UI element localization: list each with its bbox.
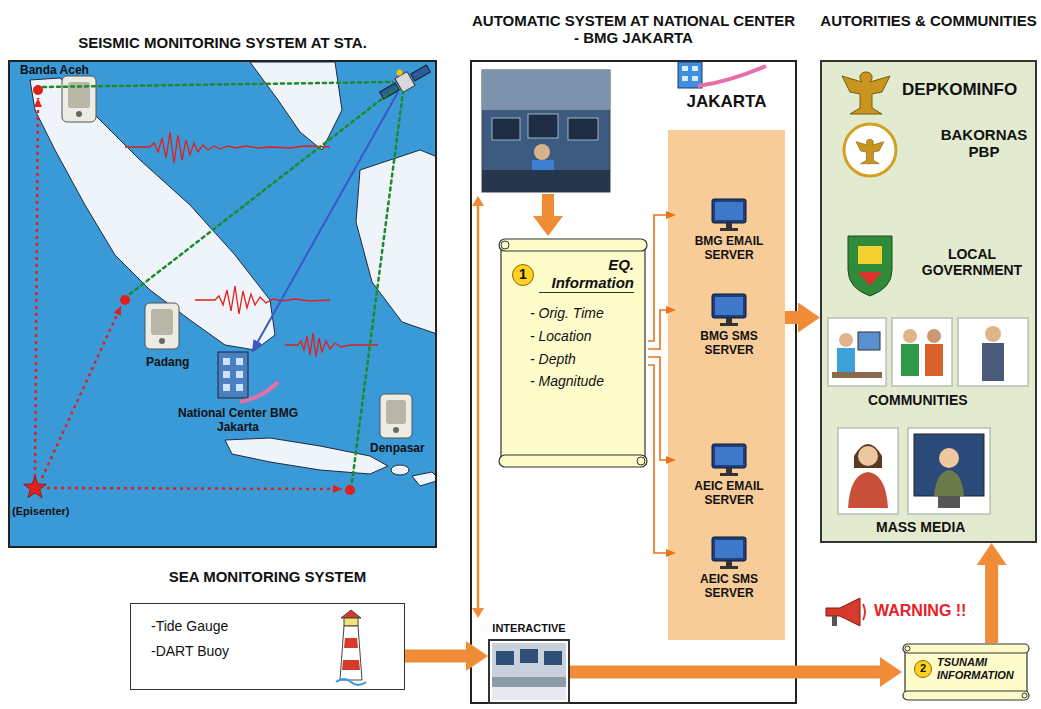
- community-picture: [828, 318, 886, 386]
- station-dot: [120, 295, 130, 305]
- group-label: COMMUNITIES: [868, 392, 968, 408]
- station-label: National Center BMG Jakarta: [178, 407, 298, 435]
- flow-block-arrow: [785, 311, 798, 324]
- emblem-icon: [842, 72, 890, 114]
- wave-path: [35, 98, 38, 477]
- seismometer-icon: [62, 76, 96, 122]
- sea: [10, 62, 435, 546]
- land: [412, 472, 435, 486]
- data-flow-arrow: [648, 310, 666, 349]
- map: [10, 62, 435, 546]
- info-item: - Location: [512, 328, 638, 345]
- info-item: - Orig. Time: [512, 305, 638, 322]
- seismogram: [125, 132, 330, 163]
- epicenter-label: (Episenter): [12, 505, 69, 518]
- sensor-item: -Tide Gauge: [151, 618, 404, 635]
- community-picture: [892, 318, 952, 386]
- station-dot: [33, 85, 43, 95]
- land: [391, 465, 409, 475]
- panel-heading: JAKARTA: [668, 92, 785, 112]
- interactive-photo: [492, 643, 566, 700]
- flow-block-arrow: [405, 650, 466, 663]
- callout-number: 1: [512, 264, 534, 286]
- server-icon: [712, 444, 746, 476]
- satellite-link: [252, 92, 398, 352]
- signal-line: [43, 82, 393, 87]
- flow-arrow: [533, 194, 563, 236]
- panel-heading: AUTOMATIC SYSTEM AT NATIONAL CENTER - BM…: [470, 12, 797, 47]
- panel-heading: INTERACTIVE: [488, 622, 570, 635]
- server-icon: [712, 294, 746, 326]
- epicenter-star: [24, 476, 47, 498]
- server-label: AEIC SMS SERVER: [678, 573, 780, 601]
- data-flow-arrow: [648, 357, 666, 460]
- seismometer-icon: [145, 303, 179, 349]
- sea-monitoring-box: SEA MONITORING SYSTEM -Tide Gauge -DART Bu…: [130, 568, 405, 690]
- panel-heading: SEA MONITORING SYSTEM: [130, 568, 405, 585]
- info-item: - Magnitude: [512, 373, 638, 390]
- shield-icon: [848, 236, 892, 296]
- server-label: BMG EMAIL SERVER: [678, 235, 780, 263]
- seismogram: [285, 333, 378, 357]
- server-label: AEIC EMAIL SERVER: [678, 480, 780, 508]
- building-icon: [218, 352, 278, 402]
- media-picture: [838, 428, 898, 514]
- land: [356, 150, 435, 335]
- panel-frame: -Tide Gauge -DART Buoy: [130, 603, 405, 690]
- emblem-icon: [844, 124, 896, 176]
- server-label: BMG SMS SERVER: [678, 330, 780, 358]
- lighthouse-icon: [336, 610, 366, 685]
- info-title: TSUNAMI INFORMATION: [937, 656, 1021, 682]
- station-label: Denpasar: [370, 442, 425, 456]
- seismogram: [195, 286, 330, 314]
- seismometer-icon: [380, 394, 412, 438]
- wave-path: [42, 306, 121, 478]
- land: [250, 62, 342, 150]
- group-label: MASS MEDIA: [876, 519, 965, 535]
- info-title: EQ. Information: [539, 256, 634, 293]
- building-icon: [678, 62, 766, 88]
- megaphone-icon: [826, 598, 865, 626]
- signal-line: [352, 92, 403, 482]
- panel-heading: AUTORITIES & COMMUNITIES: [820, 12, 1037, 29]
- signal-line: [130, 88, 396, 294]
- authority-label: LOCAL GOVERNMENT: [912, 246, 1032, 278]
- flow-block-arrow: [570, 666, 880, 679]
- satellite-icon: [375, 56, 433, 102]
- two-way-arrow: [472, 196, 484, 618]
- eq-info-scroll: 1EQ. Information - Orig. Time - Location - …: [498, 238, 648, 468]
- media-picture: [908, 428, 990, 514]
- warning-label: WARNING !!: [874, 602, 966, 620]
- server-icon: [712, 199, 746, 231]
- data-flow-arrow: [648, 215, 666, 341]
- info-item: - Depth: [512, 351, 638, 368]
- sensor-item: -DART Buoy: [151, 643, 404, 660]
- data-flow-arrow: [648, 365, 666, 553]
- authority-label: DEPKOMINFO: [902, 80, 1017, 100]
- panel-heading: SEISMIC MONITORING SYSTEM AT STA.: [8, 34, 437, 51]
- land: [225, 438, 388, 474]
- community-picture: [958, 318, 1028, 386]
- tsunami-info-scroll: 2TSUNAMI INFORMATION: [902, 643, 1030, 701]
- station-dot: [345, 485, 355, 495]
- operators-photo: [482, 70, 610, 192]
- server-icon: [712, 537, 746, 569]
- wave-path: [47, 488, 342, 489]
- flow-block-arrow: [985, 565, 998, 643]
- station-label: Banda Aceh: [20, 64, 89, 78]
- authority-label: BAKORNAS PBP: [938, 126, 1030, 161]
- station-label: Padang: [146, 356, 189, 370]
